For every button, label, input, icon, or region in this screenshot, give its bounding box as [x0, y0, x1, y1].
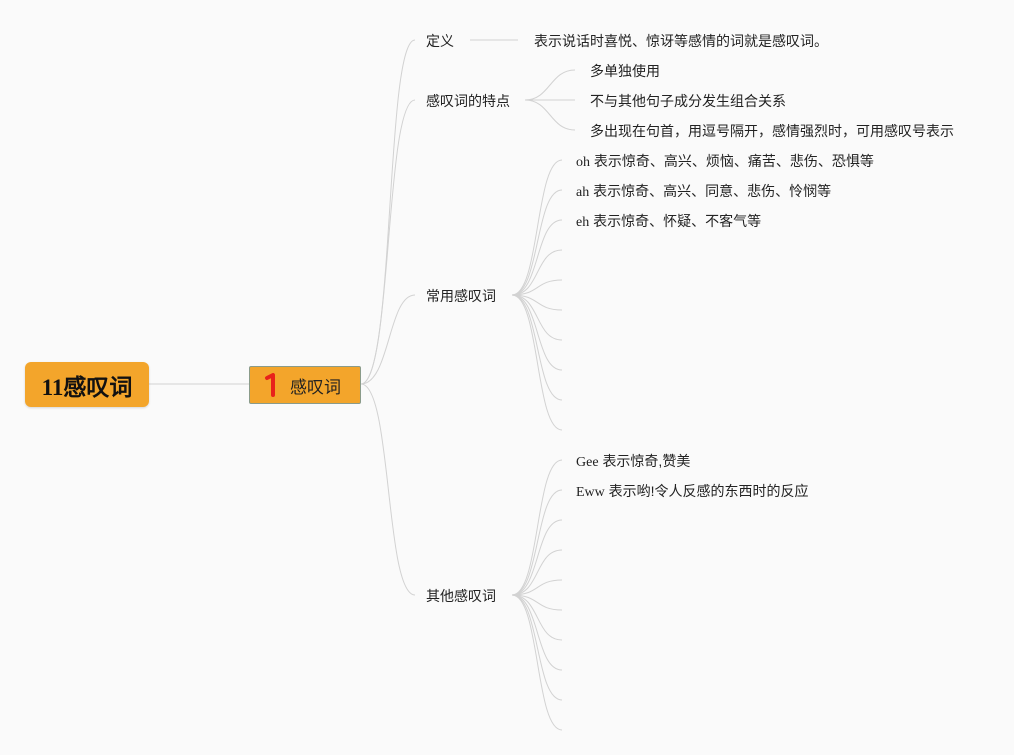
interjection-meaning: 表示惊奇、高兴、烦恼、痛苦、悲伤、恐惧等 [593, 153, 874, 169]
connector-other-empty [511, 594, 563, 611]
connector-other-empty [511, 594, 563, 731]
interjection-meaning: 表示惊奇,赞美 [602, 453, 691, 469]
connector-other-empty [511, 579, 563, 596]
connector-other-empty [511, 594, 563, 641]
branch-common-label[interactable]: 常用感叹词 [426, 288, 496, 304]
root-title: 11感叹词 [41, 374, 133, 400]
connector-other-empty [511, 549, 563, 596]
interjection-word: ah [576, 185, 590, 200]
connector-other-empty [511, 594, 563, 671]
connector-other-item [511, 459, 563, 596]
connector-common-empty [511, 294, 563, 341]
branch-features-label[interactable]: 感叹词的特点 [426, 93, 510, 109]
connector-common-empty [511, 279, 563, 296]
interjection-meaning: 表示惊奇、怀疑、不客气等 [593, 213, 762, 229]
other-interjection-item[interactable]: Gee 表示惊奇,赞美 [576, 451, 690, 473]
connector-common-empty [511, 249, 563, 296]
connector-common-item [511, 159, 563, 296]
connector-common-empty [511, 294, 563, 371]
connector-other-item [511, 489, 563, 596]
connector-features-item [524, 69, 576, 101]
root-node[interactable]: 11感叹词 [25, 362, 149, 407]
topic-title: 感叹词 [290, 377, 341, 397]
number-one-icon [264, 373, 290, 397]
connector-common-item [511, 189, 563, 296]
connector-other-empty [511, 594, 563, 701]
connector-common-empty [511, 294, 563, 401]
branch-definition-label[interactable]: 定义 [426, 33, 454, 49]
feature-item[interactable]: 不与其他句子成分发生组合关系 [590, 93, 786, 109]
interjection-word: eh [576, 215, 590, 230]
feature-item[interactable]: 多单独使用 [590, 63, 660, 79]
connector-topic-common [360, 294, 416, 385]
interjection-meaning: 表示惊奇、高兴、同意、悲伤、怜悯等 [593, 183, 832, 199]
definition-text[interactable]: 表示说话时喜悦、惊讶等感情的词就是感叹词。 [534, 33, 828, 49]
connector-topic-features [360, 99, 416, 385]
interjection-meaning: 表示哟!令人反感的东西时的反应 [608, 483, 809, 499]
common-interjection-item[interactable]: oh 表示惊奇、高兴、烦恼、痛苦、悲伤、恐惧等 [576, 151, 874, 173]
interjection-word: oh [576, 155, 590, 170]
branch-other-label[interactable]: 其他感叹词 [426, 588, 496, 604]
connector-other-empty [511, 519, 563, 596]
interjection-word: Eww [576, 485, 605, 500]
topic-node[interactable]: 感叹词 [249, 366, 361, 404]
common-interjection-item[interactable]: ah 表示惊奇、高兴、同意、悲伤、怜悯等 [576, 181, 831, 203]
connector-common-empty [511, 294, 563, 311]
connector-topic-other [360, 383, 416, 596]
feature-item[interactable]: 多出现在句首，用逗号隔开，感情强烈时，可用感叹号表示 [590, 123, 954, 139]
connector-common-item [511, 219, 563, 296]
connector-topic-definition [360, 39, 416, 385]
interjection-word: Gee [576, 455, 599, 470]
connector-common-empty [511, 294, 563, 431]
common-interjection-item[interactable]: eh 表示惊奇、怀疑、不客气等 [576, 211, 761, 233]
other-interjection-item[interactable]: Eww 表示哟!令人反感的东西时的反应 [576, 481, 809, 503]
connector-features-item [524, 99, 576, 131]
